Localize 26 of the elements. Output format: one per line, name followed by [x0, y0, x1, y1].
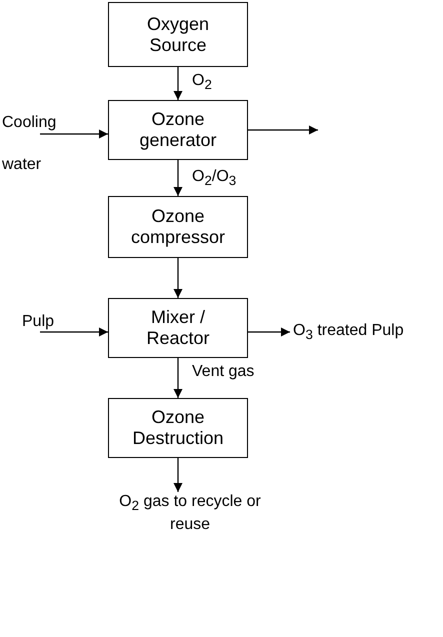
- edge-label: O$_{2}$: [192, 71, 213, 94]
- process-box: [108, 196, 248, 258]
- edge-label: O$_{2}$ gas to recycle or reuse: [119, 492, 261, 534]
- edge-label: Vent gas: [192, 362, 256, 381]
- box-label: Ozone Destruction: [131, 407, 225, 449]
- arrow: [174, 258, 182, 298]
- box-label: Ozone compressor: [130, 206, 226, 248]
- edge-label: O$_{3}$ treated Pulp: [293, 321, 405, 344]
- edge-label: Cooling water: [2, 113, 58, 175]
- box-label: Ozone generator: [138, 109, 218, 151]
- process-box: [108, 100, 248, 160]
- process-box: [108, 398, 248, 458]
- process-box: [108, 2, 248, 67]
- arrow: [174, 458, 182, 492]
- arrow: [40, 328, 108, 336]
- arrow: [174, 160, 182, 196]
- arrow: [174, 67, 182, 100]
- process-box: [108, 298, 248, 358]
- box-label: Oxygen Source: [146, 14, 210, 56]
- arrow: [248, 126, 318, 134]
- box-label: Mixer / Reactor: [145, 307, 211, 349]
- arrow: [174, 358, 182, 398]
- edge-label: Pulp: [22, 312, 56, 331]
- arrow: [248, 328, 290, 336]
- arrow: [40, 130, 108, 138]
- edge-label: O$_{2}$/O$_{3}$: [192, 167, 238, 190]
